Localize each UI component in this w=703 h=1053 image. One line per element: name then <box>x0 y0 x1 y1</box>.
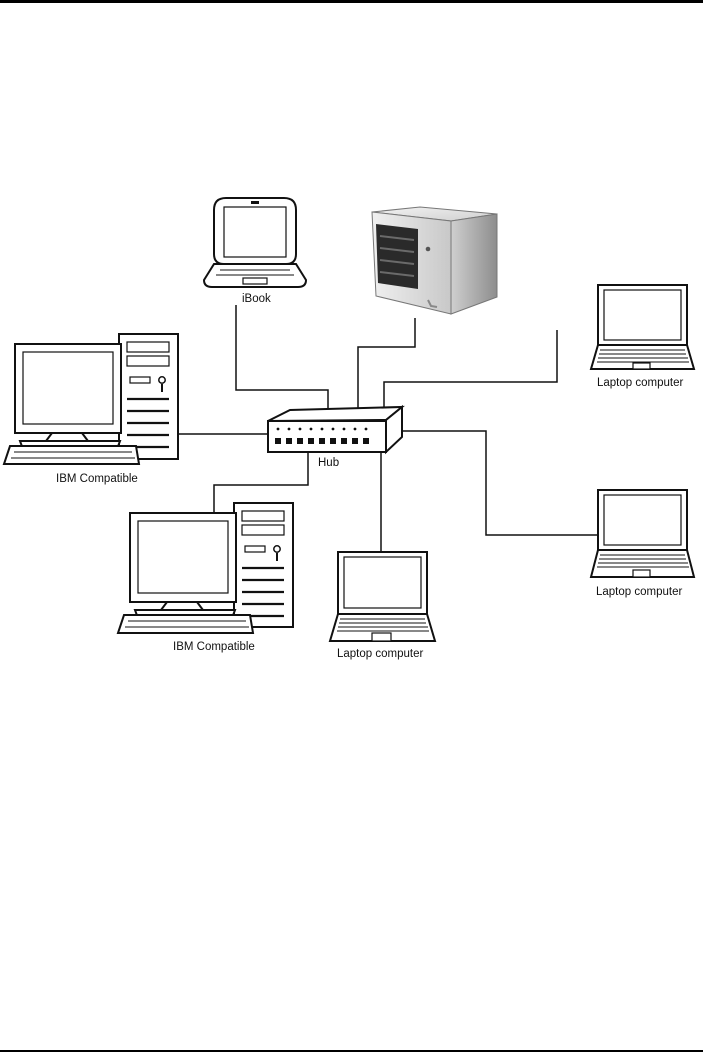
laptop-icon <box>589 489 696 578</box>
label-hub: Hub <box>318 457 339 469</box>
label-laptop-bottom: Laptop computer <box>337 648 423 660</box>
link-laptop-right-top-hub <box>383 330 558 410</box>
link-server-hub <box>357 318 416 410</box>
link-ibm-bottom-hub <box>213 452 309 512</box>
ibook-icon <box>202 197 308 288</box>
laptop-icon <box>589 284 696 370</box>
label-laptop-right-top: Laptop computer <box>597 377 683 389</box>
laptop-icon <box>328 551 437 642</box>
nas-server-icon <box>371 206 498 315</box>
label-laptop-right-bottom: Laptop computer <box>596 586 682 598</box>
label-ibook: iBook <box>242 293 271 305</box>
link-laptop-right-bottom-hub <box>402 430 598 536</box>
desktop-computer-icon <box>116 502 294 634</box>
label-ibm-left: IBM Compatible <box>56 473 138 485</box>
top-rule <box>0 0 703 3</box>
bottom-rule <box>0 1050 703 1052</box>
link-ibook-hub <box>235 305 329 410</box>
label-ibm-bottom: IBM Compatible <box>173 641 255 653</box>
hub-icon <box>267 404 405 455</box>
connection-lines <box>178 305 598 552</box>
desktop-computer-icon <box>2 333 179 465</box>
